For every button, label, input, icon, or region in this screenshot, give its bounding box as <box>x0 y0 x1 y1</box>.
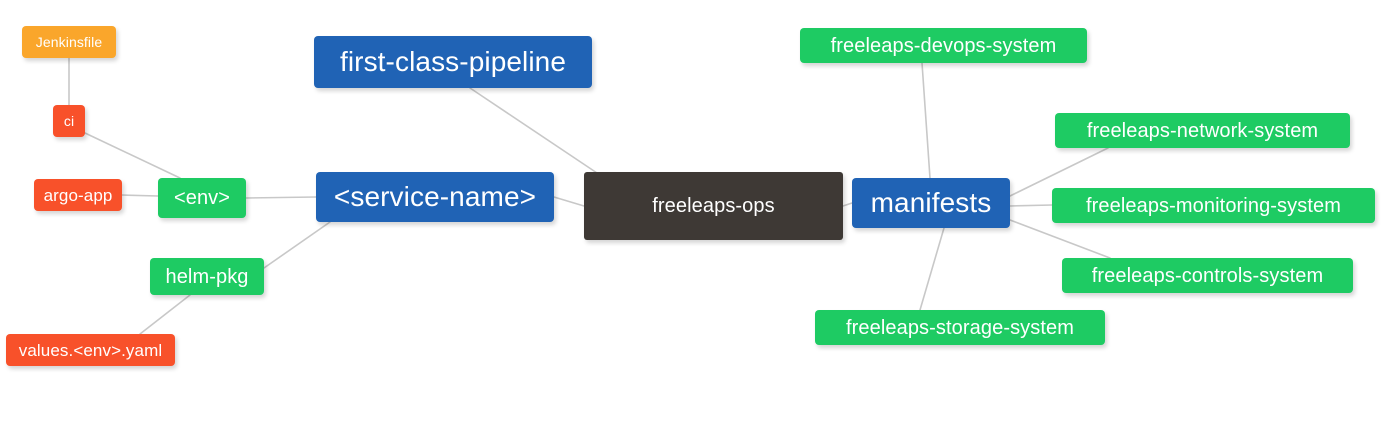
mindmap-node-label: argo-app <box>43 185 113 205</box>
mindmap-node-label: first-class-pipeline <box>339 46 567 77</box>
edge-manifests-to-monitoring <box>1009 204 1053 207</box>
mindmap-node-controls[interactable]: freeleaps-controls-system <box>1062 258 1353 293</box>
edge-service-to-helm <box>263 221 331 269</box>
mindmap-node-root[interactable]: freeleaps-ops <box>584 172 843 240</box>
edge-manifests-to-controls <box>1009 219 1111 259</box>
mindmap-node-argo[interactable]: argo-app <box>34 179 122 211</box>
edge-manifests-to-devops <box>921 62 931 179</box>
edge-helm-to-values <box>139 294 191 335</box>
mindmap-node-label: freeleaps-devops-system <box>830 34 1057 57</box>
mindmap-node-pipeline[interactable]: first-class-pipeline <box>314 36 592 88</box>
mindmap-node-values[interactable]: values.<env>.yaml <box>6 334 175 366</box>
edge-service-to-env <box>245 196 317 199</box>
mindmap-node-label: manifests <box>870 187 992 218</box>
edge-env-to-argo <box>121 194 159 197</box>
mindmap-node-label: helm-pkg <box>165 265 249 288</box>
mindmap-node-devops[interactable]: freeleaps-devops-system <box>800 28 1087 63</box>
edge-root-to-service <box>553 196 585 207</box>
edge-manifests-to-storage <box>919 227 945 311</box>
mindmap-node-label: freeleaps-monitoring-system <box>1085 194 1341 217</box>
mindmap-node-label: freeleaps-storage-system <box>845 316 1075 339</box>
mindmap-node-label: <env> <box>173 187 231 209</box>
mindmap-node-manifests[interactable]: manifests <box>852 178 1010 228</box>
mindmap-node-env[interactable]: <env> <box>158 178 246 218</box>
edge-env-to-ci <box>84 132 181 179</box>
mindmap-node-label: freeleaps-network-system <box>1086 119 1319 142</box>
mindmap-node-label: <service-name> <box>333 181 537 212</box>
edge-root-to-pipeline <box>469 87 601 176</box>
edge-root-to-manifests <box>842 202 853 207</box>
mindmap-node-storage[interactable]: freeleaps-storage-system <box>815 310 1105 345</box>
mindmap-node-jenkins[interactable]: Jenkinsfile <box>22 26 116 58</box>
mindmap-node-label: ci <box>63 113 75 129</box>
mindmap-node-service[interactable]: <service-name> <box>316 172 554 222</box>
mindmap-node-label: freeleaps-ops <box>652 195 775 217</box>
mindmap-node-monitoring[interactable]: freeleaps-monitoring-system <box>1052 188 1375 223</box>
mindmap-node-network[interactable]: freeleaps-network-system <box>1055 113 1350 148</box>
mindmap-node-label: values.<env>.yaml <box>18 340 163 360</box>
mindmap-node-label: Jenkinsfile <box>35 34 103 50</box>
mindmap-node-ci[interactable]: ci <box>53 105 85 137</box>
mindmap-node-label: freeleaps-controls-system <box>1091 264 1324 287</box>
mindmap-node-helm[interactable]: helm-pkg <box>150 258 264 295</box>
